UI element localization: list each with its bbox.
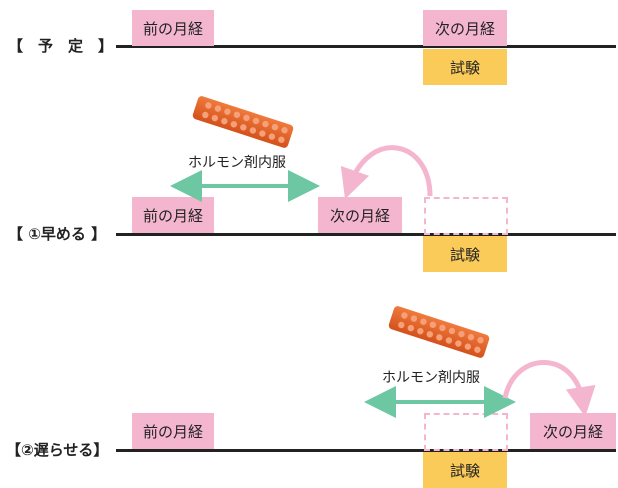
pill-pack-icon (388, 306, 490, 358)
shift-earlier-arrow (340, 145, 433, 200)
row-label-schedule: 【 予 定 】 (8, 37, 114, 55)
exam-box: 試験 (423, 452, 507, 488)
pill-caption: ホルモン剤内服 (188, 155, 286, 171)
exam-box: 試験 (423, 49, 507, 85)
next-period-box: 次の月経 (318, 197, 402, 233)
timeline-schedule (116, 45, 616, 48)
timeline-advance (116, 233, 616, 236)
next-period-box: 次の月経 (423, 10, 507, 46)
row-label-delay: 【②遅らせる】 (6, 441, 109, 459)
pill-pack-icon (192, 96, 294, 148)
prev-period-box: 前の月経 (132, 10, 214, 46)
shift-later-arrow (502, 360, 596, 417)
exam-box: 試験 (423, 236, 507, 272)
prev-period-box: 前の月経 (132, 413, 214, 449)
timeline-delay (116, 449, 616, 452)
original-period-slot (424, 197, 508, 235)
row-label-advance: 【 ①早める 】 (8, 225, 107, 243)
pill-caption: ホルモン剤内服 (382, 370, 480, 386)
next-period-box: 次の月経 (530, 413, 616, 449)
prev-period-box: 前の月経 (132, 197, 214, 233)
